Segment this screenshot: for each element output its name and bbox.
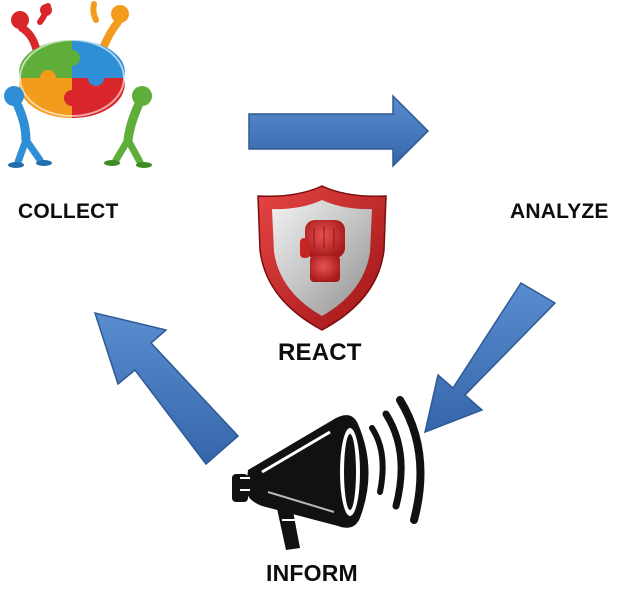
blue-figure — [4, 86, 52, 168]
orange-figure — [90, 1, 129, 50]
arrow-analyze-to-inform — [423, 281, 557, 434]
megaphone-icon — [232, 396, 425, 550]
fist-icon — [300, 220, 345, 282]
puzzle-team-icon — [4, 1, 152, 168]
puzzle-disc — [19, 39, 125, 119]
green-figure — [104, 86, 152, 168]
collect-label: COLLECT — [18, 200, 119, 223]
react-label: REACT — [278, 339, 362, 366]
analyze-label: ANALYZE — [510, 200, 609, 223]
arrow-inform-to-collect — [93, 311, 240, 466]
shield-fist-icon — [257, 185, 387, 331]
arrow-collect-to-analyze — [248, 94, 430, 168]
red-figure — [11, 3, 52, 52]
inform-label: INFORM — [266, 560, 358, 586]
